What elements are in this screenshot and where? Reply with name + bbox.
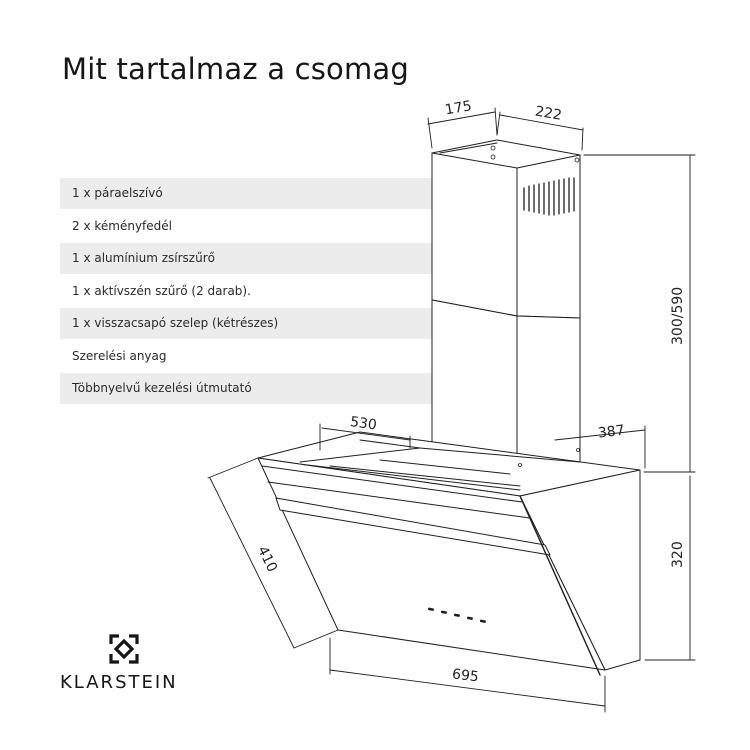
list-item: 1 x aktívszén szűrő (2 darab). [72, 283, 251, 298]
list-item: Többnyelvű kezelési útmutató [60, 373, 432, 404]
glass-front-panel [257, 457, 606, 676]
dim-hood-height: 320 [670, 541, 686, 568]
dim-hood-width: 695 [451, 666, 479, 685]
dim-glass-depth: 410 [254, 544, 280, 575]
dim-chimney-width: 222 [534, 104, 563, 124]
vent-slots [523, 177, 575, 216]
list-item: 1 x visszacsapó szelep (kétrészes) [60, 308, 432, 339]
list-item: 1 x páraelszívó [60, 178, 432, 209]
list-item: Szerelési anyag [72, 348, 167, 363]
klarstein-logo-icon [109, 634, 139, 664]
package-contents-list: 1 x páraelszívó 2 x kéményfedél 1 x alum… [60, 178, 432, 406]
list-item: 1 x alumínium zsírszűrő [60, 243, 432, 274]
screw-holes [490, 145, 580, 467]
dim-hood-depth: 530 [349, 414, 378, 434]
list-item: 2 x kéményfedél [72, 218, 172, 233]
dimension-lines [207, 107, 696, 713]
dim-hood-side-depth: 387 [597, 423, 625, 442]
page-title: Mit tartalmaz a csomag [62, 52, 410, 86]
dim-chimney-height: 300/590 [670, 287, 686, 345]
brand-logo: KLARSTEIN [60, 632, 190, 694]
brand-name: KLARSTEIN [60, 672, 178, 693]
dim-chimney-depth: 175 [444, 98, 473, 118]
dimension-labels: 175 222 300/590 530 387 410 320 695 [254, 98, 686, 685]
chimney-upper [431, 139, 581, 319]
control-buttons [427, 607, 486, 623]
